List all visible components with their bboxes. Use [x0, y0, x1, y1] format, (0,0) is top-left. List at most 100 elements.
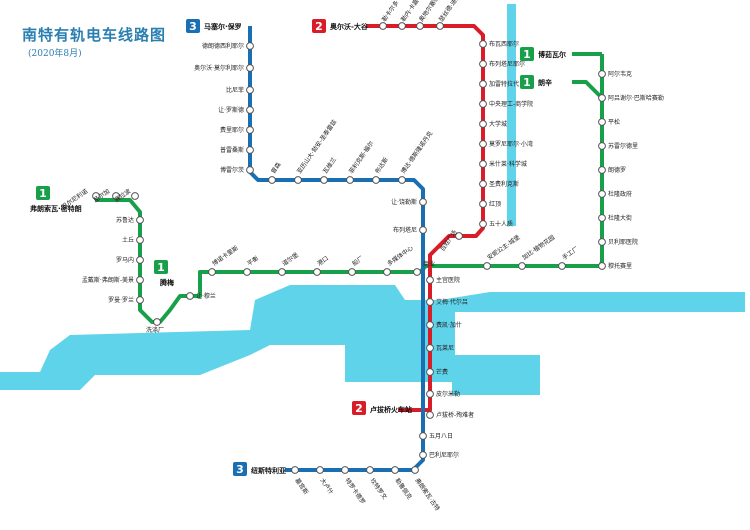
line1-station-dot — [598, 190, 606, 198]
badge-line2-number: 2 — [315, 20, 323, 33]
badge-line1-beaujoire: 1 博茹瓦尔 — [520, 47, 566, 61]
line2-station-label: 五月八日 — [429, 433, 453, 440]
line2-station-dot — [479, 60, 487, 68]
line3-station-dot — [411, 466, 419, 474]
labels-layer: 巴尔尼利诺圣尔加赛拉波苏鲁达土丘罗马内孟戴斯·弗朗斯-美景罗曼·罗兰洗涤厂让·穆… — [60, 0, 664, 512]
line1-station-dot — [278, 268, 286, 276]
line1-track-west — [95, 54, 604, 324]
line1-station-dot — [598, 70, 606, 78]
line3-station-dot — [268, 176, 276, 184]
line3-station-dot — [246, 146, 254, 154]
line2-station-dot — [419, 432, 427, 440]
line1-station-dot — [208, 268, 216, 276]
badge-line3-neustrie: 3 纽斯特利亚 — [233, 462, 286, 476]
badge-line1-number-4: 1 — [157, 261, 165, 274]
line3-station-label: 让·罗斯德 — [218, 106, 244, 114]
line2-station-dot — [426, 344, 434, 352]
terminus-beaujoire: 博茹瓦尔 — [538, 50, 566, 59]
line2-station-label: 芒费 — [436, 368, 448, 376]
line2-station-dot — [479, 40, 487, 48]
map-title: 南特有轨电车线路图 — [22, 26, 167, 44]
line3-station-dot — [366, 466, 374, 474]
line1-station-label: 平衡 — [246, 254, 260, 267]
line3-station-dot — [419, 198, 427, 206]
line2-station-dot — [479, 120, 487, 128]
line2-station-dot — [455, 232, 463, 240]
badge-line1-number: 1 — [39, 187, 47, 200]
line3-station-label: 曾森 — [269, 161, 282, 175]
line1-station-label: 阿尔韦克 — [608, 70, 632, 78]
line1-station-label: 土丘 — [122, 236, 134, 244]
line2-station-label: 大学城 — [489, 120, 507, 128]
line2-station-dot — [479, 220, 487, 228]
line1-station-label: 朗德罗 — [608, 166, 626, 174]
badge-line1-number-3: 1 — [523, 76, 531, 89]
line2-station-label: 五十人质 — [489, 220, 513, 228]
line1-station-label: 港口 — [316, 254, 330, 267]
line1-station-label: 船厂 — [351, 254, 365, 267]
badge-line3-number-2: 3 — [236, 463, 244, 476]
line3-station-label: 瓦维兰 — [321, 156, 338, 175]
line2-station-label: 瓦莱尼 — [436, 344, 454, 352]
line1-station-label: 苏鲁达 — [116, 216, 134, 224]
line2-station-label: 百姓广场 — [438, 229, 458, 253]
line3-station-label: 特罗卡德罗 — [343, 477, 367, 506]
line1-station-dot — [598, 238, 606, 246]
line2-station-dot — [416, 22, 424, 30]
line1-station-label: 孟戴斯·弗朗斯-美景 — [82, 276, 134, 284]
line1-station-dot — [136, 296, 144, 304]
line2-station-dot — [479, 80, 487, 88]
badge-line2-orvault: 2 奥尔沃-大谷 — [312, 19, 369, 33]
line2-station-label: 主宫医院 — [436, 276, 460, 284]
line2-station-label: 艾梅·代尔吕 — [436, 298, 468, 306]
terminus-ranzay: 朗辛 — [538, 78, 552, 87]
line3-station-dot — [291, 466, 299, 474]
line2-station-label: 布列塔尼耶尔 — [489, 60, 525, 68]
line1-station-dot — [136, 276, 144, 284]
line2-station-dot — [479, 100, 487, 108]
line3-station-dot — [246, 126, 254, 134]
line3-station-dot — [419, 226, 427, 234]
line3-station-label: 勒鲁佩克 — [393, 477, 413, 501]
terminus-mitterrand: 弗朗索瓦·密特朗 — [30, 204, 82, 213]
line3-station-dot — [246, 106, 254, 114]
line1-station-label: 手工厂 — [561, 245, 580, 262]
terminus-marcel-paul: 马塞尔·保罗 — [204, 22, 242, 31]
line3-station-dot — [372, 176, 380, 184]
line3-station-label: 比尼菲 — [226, 86, 244, 94]
line2-station-label: 圣费利克斯 — [489, 180, 519, 188]
line2-station-label: 瑟丝德·迪拜 — [437, 0, 462, 23]
line2-station-label: 勒卡尔多 — [380, 0, 400, 23]
line3-station-label: 弗朗索瓦·古特 — [413, 477, 441, 513]
line3-track — [248, 26, 425, 472]
terminus-pirmil: 卢拔桥火车站 — [370, 405, 412, 414]
line1-station-label: 杜隆大街 — [608, 214, 632, 222]
line1-station-dot — [383, 268, 391, 276]
line3-station-label: 奥尔沃·莫尔利耶尔 — [194, 64, 244, 72]
line1-station-label: 商业 — [423, 260, 435, 268]
line3-station-label: 费里耶尔 — [220, 126, 244, 134]
line1-station-dot — [598, 118, 606, 126]
line3-station-label: 德朗德西利耶尔 — [202, 42, 244, 50]
line3-station-label: 墓宫斯 — [293, 477, 310, 496]
badge-line1-mitterrand: 1 弗朗索瓦·密特朗 — [30, 186, 82, 213]
line2-station-label: 费凯·加什 — [436, 321, 462, 329]
terminus-neustrie: 纽斯特利亚 — [251, 466, 286, 475]
line1-station-dot — [136, 236, 144, 244]
line2-station-dot — [479, 200, 487, 208]
line3-station-label: 坎特罗文 — [368, 477, 388, 501]
badge-line1-number-2: 1 — [523, 48, 531, 61]
line1-station-label: 多媒体中心 — [386, 244, 415, 268]
line2-station-dot — [426, 390, 434, 398]
line1-track-branch — [572, 80, 604, 100]
line3-station-dot — [246, 86, 254, 94]
line2-station-dot — [426, 411, 434, 419]
line3-station-dot — [246, 42, 254, 50]
line2-station-dot — [426, 298, 434, 306]
line3-station-label: 博雷尔茨 — [220, 166, 244, 174]
stations-layer — [92, 22, 606, 474]
line2-station-label: 卢拔桥-殉难者 — [436, 411, 474, 419]
line1-station-dot — [153, 318, 161, 326]
